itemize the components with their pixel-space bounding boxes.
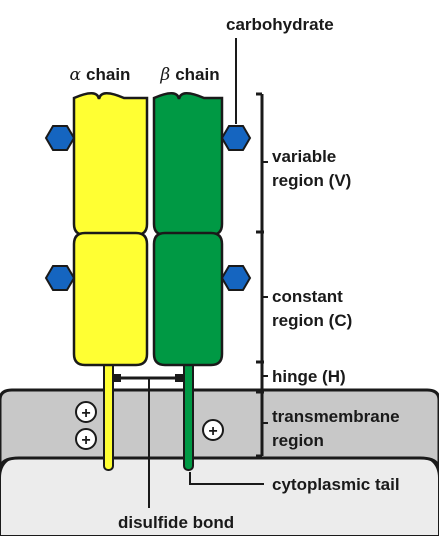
transmembrane-label-line2: region — [272, 431, 324, 450]
region-bracket — [256, 92, 264, 458]
variable-region-label-line1: variable — [272, 147, 336, 166]
alpha-chain-transmembrane — [103, 361, 114, 471]
beta-chain-constant-domain — [152, 231, 224, 367]
constant-region-label-line1: constant — [272, 287, 343, 306]
cytoplasmic-tail-pointer — [189, 472, 264, 485]
region-bracket-ticks — [262, 161, 268, 424]
charge-plus-3: + — [202, 419, 224, 441]
carbohydrate-alpha-constant-icon — [44, 265, 76, 291]
constant-region-label-line2: region (C) — [272, 311, 352, 330]
beta-chain-transmembrane — [183, 361, 194, 471]
carbohydrate-beta-constant-icon — [220, 265, 252, 291]
charge-plus-2-symbol: + — [81, 432, 90, 449]
charge-plus-3-symbol: + — [208, 423, 217, 440]
alpha-symbol: α — [70, 65, 82, 85]
carbohydrate-label: carbohydrate — [226, 15, 334, 34]
variable-region-label-line2: region (V) — [272, 171, 351, 190]
charge-plus-1: + — [75, 401, 97, 423]
cytoplasmic-tail-label: cytoplasmic tail — [272, 475, 400, 494]
beta-chain-text: chain — [175, 65, 219, 84]
charge-plus-2: + — [75, 428, 97, 450]
alpha-chain-constant-domain — [72, 231, 149, 367]
transmembrane-label-line1: transmembrane — [272, 407, 400, 426]
carbohydrate-alpha-variable-icon — [44, 125, 76, 151]
alpha-chain-variable-domain — [72, 92, 149, 237]
beta-symbol: β — [159, 65, 170, 85]
alpha-chain-text: chain — [86, 65, 130, 84]
carbohydrate-beta-variable-icon — [220, 125, 252, 151]
beta-chain-variable-domain — [152, 92, 224, 237]
charge-plus-1-symbol: + — [81, 405, 90, 422]
disulfide-end-left — [112, 374, 121, 382]
disulfide-end-right — [175, 374, 184, 382]
disulfide-bond-label: disulfide bond — [118, 513, 234, 532]
hinge-label: hinge (H) — [272, 367, 346, 386]
